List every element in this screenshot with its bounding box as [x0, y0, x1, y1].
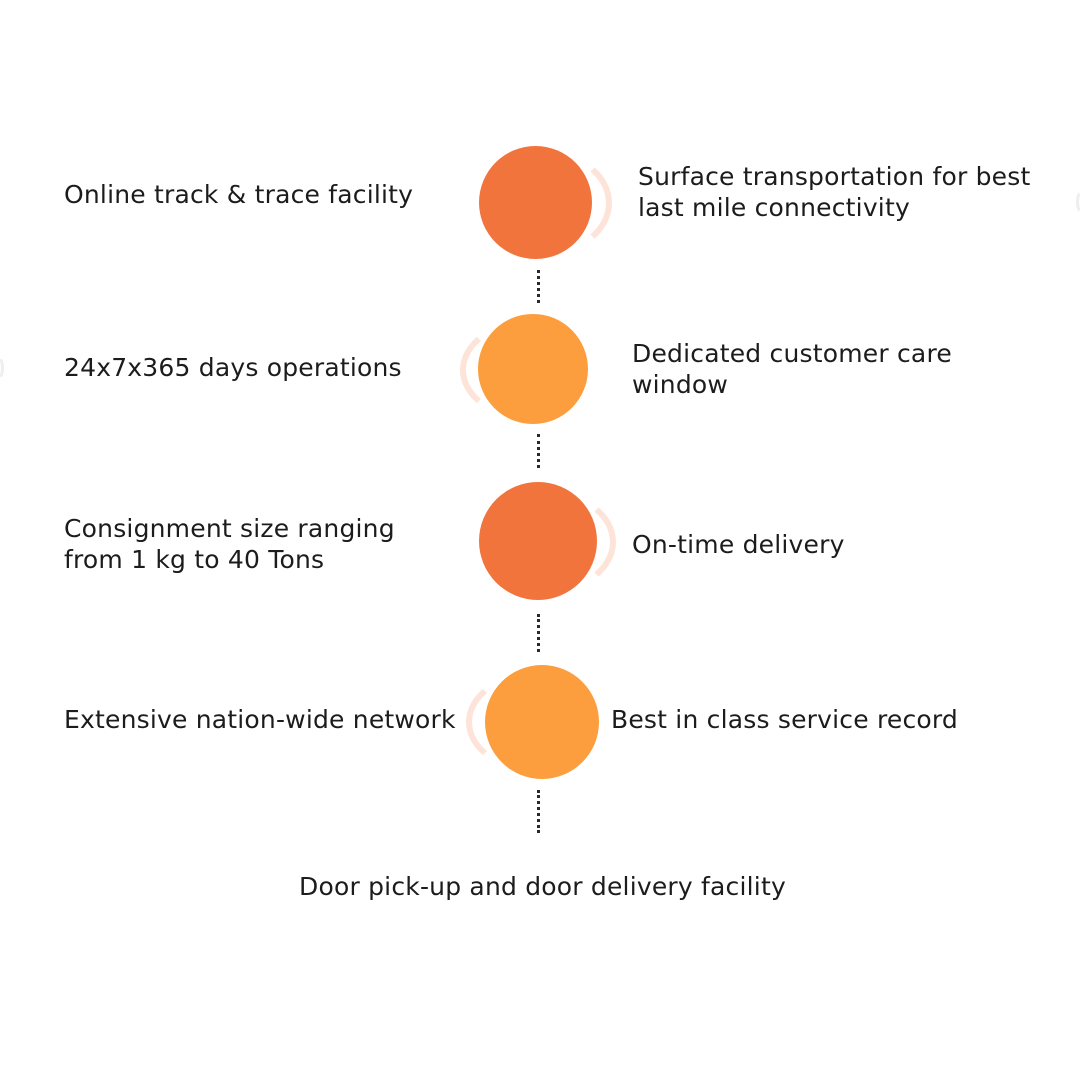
feature-text-line: window: [632, 370, 729, 399]
decorative-arc: [466, 672, 600, 772]
edge-arc-mark: [1076, 190, 1080, 214]
feature-left-1: Online track & trace facility: [64, 179, 413, 210]
timeline-node-1: [479, 146, 592, 259]
feature-text-line: from 1 kg to 40 Tons: [64, 545, 325, 574]
edge-arc-mark: [0, 356, 4, 380]
decorative-arc: [460, 320, 594, 420]
decorative-arc: [478, 490, 616, 594]
feature-text-line: On-time delivery: [632, 530, 845, 559]
feature-right-2: Dedicated customer care window: [632, 338, 952, 400]
timeline-node-4: [485, 665, 599, 779]
decorative-arc: [478, 150, 612, 256]
feature-text-line: Online track & trace facility: [64, 180, 414, 209]
timeline-node-2: [478, 314, 588, 424]
dotted-connector: [537, 790, 540, 833]
feature-left-2: 24x7x365 days operations: [64, 352, 402, 383]
feature-left-4: Extensive nation-wide network: [64, 704, 456, 735]
timeline-node-3: [479, 482, 597, 600]
dotted-connector: [537, 434, 540, 468]
feature-text-line: 24x7x365 days operations: [64, 353, 402, 382]
feature-text-line: Extensive nation-wide network: [64, 705, 456, 734]
feature-text-line: Surface transportation for best: [638, 162, 1031, 191]
feature-right-1: Surface transportation for best last mil…: [638, 161, 1030, 223]
feature-text-line: Dedicated customer care: [632, 339, 952, 368]
feature-left-3: Consignment size ranging from 1 kg to 40…: [64, 513, 395, 575]
feature-text-line: Best in class service record: [611, 705, 959, 734]
dotted-connector: [537, 270, 540, 303]
dotted-connector: [537, 614, 540, 652]
feature-right-3: On-time delivery: [632, 529, 845, 560]
feature-text-line: Consignment size ranging: [64, 514, 395, 543]
feature-bottom: Door pick-up and door delivery facility: [299, 872, 786, 901]
feature-right-4: Best in class service record: [611, 704, 958, 735]
feature-text-line: last mile connectivity: [638, 193, 910, 222]
